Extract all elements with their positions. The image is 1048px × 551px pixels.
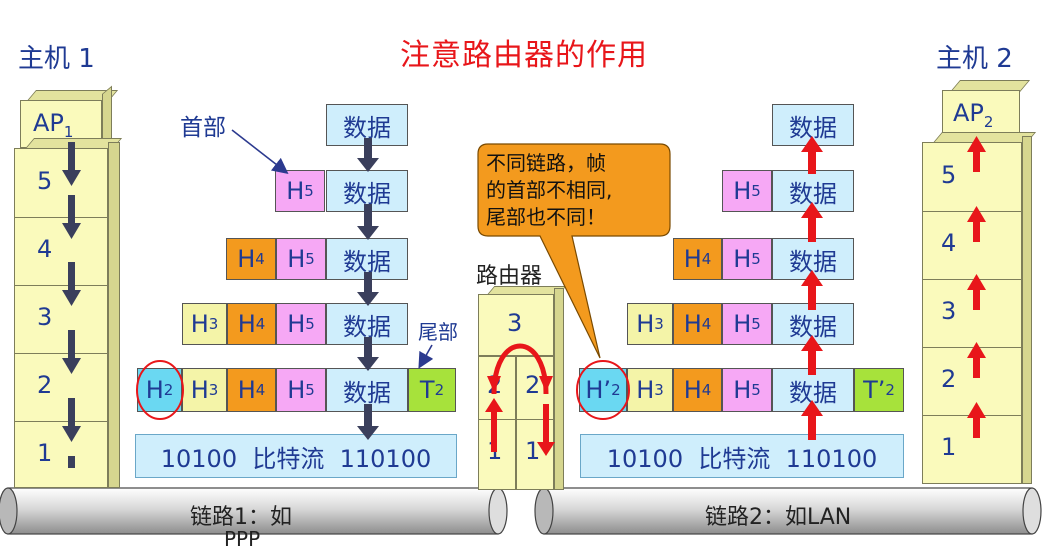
host1-ap-sub: 1 [63, 123, 74, 141]
host1-layer-3: 3 [37, 303, 53, 331]
host2-ap-sub: 2 [983, 113, 994, 131]
host1-stack: AP1 5 4 3 2 1 [14, 85, 138, 490]
left-bitstream: 10100 比特流 110100 [135, 434, 457, 478]
router: 路由器 3 2 1 2 1 [476, 258, 567, 498]
callout-text: 不同链路，帧 的首部不相同, 尾部也不同！ [486, 151, 613, 229]
host2-label: 主机 2 [936, 44, 1013, 74]
host1-layer-1: 1 [37, 439, 53, 467]
host1-ap-label: AP [33, 109, 64, 137]
left-data-l4: 数据 [326, 170, 408, 212]
router-left-layer-2: 2 [487, 371, 503, 399]
link-pipes [0, 487, 1042, 535]
right-h2-frame-header: H’2 [579, 368, 627, 412]
link2-label: 链路2：如LAN [705, 505, 852, 530]
link2-pipe [534, 487, 1042, 535]
host2-layer-3: 3 [941, 297, 957, 325]
host1-layer-4: 4 [37, 235, 53, 263]
host1-label: 主机 1 [18, 44, 95, 74]
host2-layer-5: 5 [941, 161, 957, 189]
left-data-l5: 数据 [326, 104, 408, 146]
trailer-annotation: 尾部 [418, 320, 458, 344]
left-data-l3: 数据 [326, 238, 408, 280]
host1-layer-5: 5 [37, 167, 53, 195]
right-t2-frame-trailer: T’2 [854, 368, 904, 412]
right-data-l2: 数据 [772, 303, 854, 345]
host1-layer-2: 2 [37, 371, 53, 399]
host2-layers: 5 4 3 2 1 [922, 142, 1022, 484]
router-right-layer-1: 1 [525, 437, 541, 465]
header-annotation: 首部 [180, 115, 226, 141]
left-data-frame: 数据 [326, 368, 408, 412]
host2-layer-4: 4 [941, 229, 957, 257]
host2-layer-2: 2 [941, 365, 957, 393]
diagram-title: 注意路由器的作用 [400, 38, 648, 73]
right-data-frame: 数据 [772, 368, 854, 412]
router-right-stack: 2 1 [516, 356, 554, 490]
host2-stack: AP2 5 4 3 2 1 [922, 80, 1046, 490]
router-right-layer-2: 2 [525, 371, 541, 399]
host2-ap-box: AP2 [942, 90, 1020, 140]
router-left-layer-1: 1 [487, 437, 503, 465]
host2-layer-1: 1 [941, 433, 957, 461]
right-data-l5: 数据 [772, 104, 854, 146]
host1-layers: 5 4 3 2 1 [14, 148, 108, 488]
trailer-pointer [418, 344, 434, 369]
router-layer-3: 3 [507, 309, 523, 337]
header-pointer [231, 129, 289, 174]
link1-label: 链路1：如 [190, 505, 292, 530]
right-bitstream: 10100 比特流 110100 [580, 434, 904, 478]
link1-label-line2: PPP [224, 527, 261, 551]
right-data-l4: 数据 [772, 170, 854, 212]
router-left-stack: 2 1 [478, 356, 516, 490]
link1-pipe [0, 487, 508, 535]
right-data-l3: 数据 [772, 238, 854, 280]
left-data-l2: 数据 [326, 303, 408, 345]
host2-ap-label: AP [953, 99, 984, 127]
router-layer3: 3 [478, 294, 554, 356]
